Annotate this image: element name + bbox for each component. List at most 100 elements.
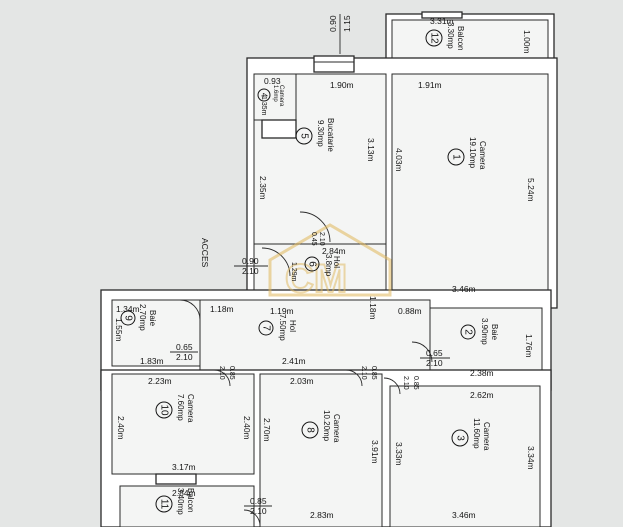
room-labels: Balcon 3.30mp 12 Camera 19.10mp 1 Camera… (120, 22, 499, 515)
label-room-10: Camera 7.60mp 10 (155, 394, 195, 423)
dim: 0.85 (250, 496, 267, 506)
dim: 2.84m (322, 246, 346, 256)
room-number-1: 1 (451, 154, 462, 160)
floor-room-7 (199, 299, 431, 379)
svg-text:Camera: Camera (332, 414, 341, 443)
dim: 1.19m (270, 306, 294, 316)
dim: 2.10 (426, 358, 443, 368)
svg-text:Balcon: Balcon (186, 488, 195, 512)
label-room-3: Camera 11.60mp 3 (451, 418, 491, 451)
dim: 5.24m (526, 178, 536, 202)
dim: 3.91m (370, 440, 380, 464)
dim: 2.03m (290, 376, 314, 386)
svg-text:Camera: Camera (186, 394, 195, 423)
svg-text:11.60mp: 11.60mp (472, 418, 481, 449)
dim: 2.10 (242, 266, 259, 276)
label-room-6: Hol 3.8mp 6 (304, 254, 341, 277)
door-arc-kitchen (299, 211, 331, 243)
room-number-2: 2 (463, 329, 474, 335)
dim: 2.38m (470, 368, 494, 378)
dim: 2.23m (148, 376, 172, 386)
room-number-8: 8 (305, 427, 316, 433)
dim: 3.31m (430, 16, 454, 26)
room-number-11: 11 (159, 499, 170, 510)
dim: 0.90 (328, 15, 338, 32)
svg-text:Camera: Camera (478, 141, 487, 170)
label-room-5: Bucatarie 9.30mp 5 (295, 118, 335, 152)
dim: 0.85 (412, 376, 419, 390)
dimension-labels: 3.31m 1.00m 0.90 1.15 0.93 1.90m 1.91m 1… (114, 14, 536, 520)
floor-room-8 (259, 373, 383, 527)
svg-text:3.8mp: 3.8mp (324, 254, 333, 277)
dim: 2.10 (176, 352, 193, 362)
dim: 4.03m (394, 148, 404, 172)
dim: 0.65 (426, 348, 443, 358)
svg-text:2.70mp: 2.70mp (138, 304, 147, 331)
svg-text:Hol: Hol (332, 256, 341, 268)
door-arc-room-8 (345, 369, 363, 387)
dim: 2.70m (262, 418, 272, 442)
label-room-9: Baie 2.70mp 9 (120, 304, 157, 331)
dim: 1.90m (330, 80, 354, 90)
dim: 3.46m (452, 510, 476, 520)
dim: 2.10 (402, 376, 409, 390)
walls (100, 11, 558, 527)
dim: 2.84m (172, 488, 196, 498)
kitchen-counter (261, 119, 297, 139)
svg-text:Bucatarie: Bucatarie (326, 118, 335, 152)
room-number-5: 5 (299, 133, 310, 139)
dim: 2.41m (282, 356, 306, 366)
label-room-4: Camera 1.6mp 4 (257, 85, 284, 107)
svg-text:Balcon: Balcon (456, 26, 465, 50)
label-room-1: Camera 19.10mp 1 (447, 137, 487, 170)
dim: 3.13m (366, 138, 376, 162)
dim: 0.88m (398, 306, 422, 316)
room-number-9: 9 (123, 315, 134, 321)
svg-text:3.30mp: 3.30mp (446, 22, 455, 49)
dim: 1.29m (290, 262, 297, 282)
dim: 1.18m (210, 304, 234, 314)
label-room-2: Baie 3.90mp 2 (460, 318, 499, 345)
dim: 0.93 (264, 76, 281, 86)
dim: 2.10 (218, 366, 225, 380)
svg-text:3.40mp: 3.40mp (176, 488, 185, 515)
room-number-3: 3 (455, 435, 466, 441)
svg-text:7.50mp: 7.50mp (278, 314, 287, 341)
dim: 1.91m (418, 80, 442, 90)
door-arc-room-10 (213, 369, 231, 387)
label-room-11: Balcon 3.40mp 11 (155, 488, 195, 515)
svg-text:7.60mp: 7.60mp (176, 394, 185, 421)
dim: 3.46m (452, 284, 476, 294)
dim: 0.45 (310, 232, 317, 246)
dim: 0.65 (176, 342, 193, 352)
dim: 3.33m (394, 442, 404, 466)
window-lower (155, 473, 197, 485)
dim: 1.83m (140, 356, 164, 366)
dim: ACCES (200, 238, 210, 268)
dim: 1.34m (116, 304, 140, 314)
dim: 2.40m (242, 416, 252, 440)
svg-text:Hol: Hol (288, 320, 297, 332)
door-arc-entry (261, 247, 291, 277)
room-number-10: 10 (159, 404, 170, 416)
dim: 2.35m (258, 176, 268, 200)
window-top (313, 55, 355, 73)
label-room-12: Balcon 3.30mp 12 (425, 22, 465, 50)
room-number-7: 7 (261, 325, 272, 331)
dim: 3.34m (526, 446, 536, 470)
dim: 2.62m (470, 390, 494, 400)
svg-text:Camera: Camera (278, 85, 284, 107)
floor-room-3 (389, 385, 541, 527)
dim: 3.17m (172, 462, 196, 472)
door-arc-bath-9 (179, 299, 201, 321)
dim: 1.55m (114, 318, 124, 342)
svg-text:3.90mp: 3.90mp (480, 318, 489, 345)
dim: 1.00m (522, 30, 532, 54)
dim: 1.76m (524, 334, 534, 358)
floor-balcony-12 (391, 19, 549, 61)
doors (179, 211, 433, 527)
dim: 1.18m (368, 296, 378, 320)
dim: 2.40m (116, 416, 126, 440)
dim: 1.35m (260, 96, 267, 116)
